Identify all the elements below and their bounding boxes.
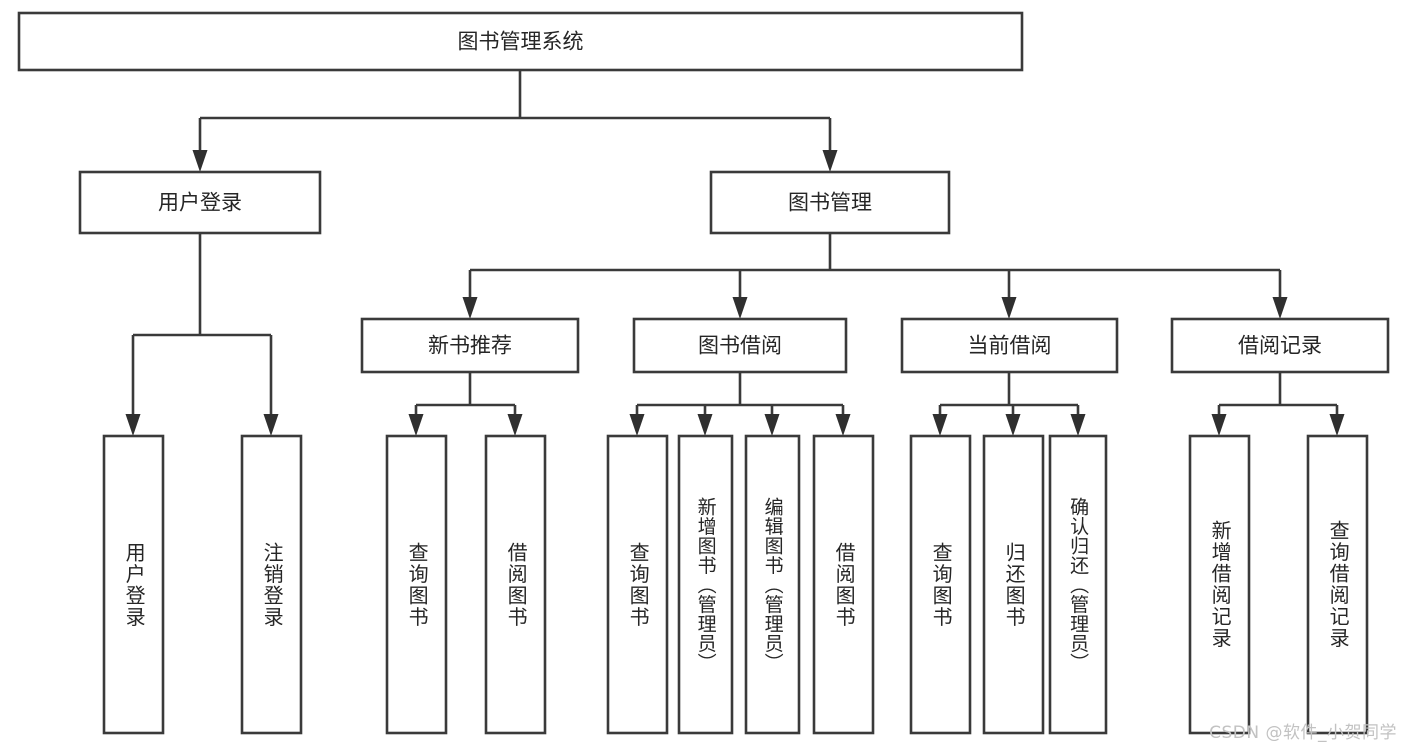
arrow-head-icon	[822, 150, 838, 172]
arrow-head-icon	[125, 414, 141, 436]
arrow-head-icon	[1070, 414, 1086, 436]
connector-group-book-manage-to-level2	[462, 233, 1288, 319]
node-box[interactable]	[102, 434, 165, 735]
node-box[interactable]	[1048, 434, 1108, 735]
node-label: 借阅记录	[1238, 334, 1322, 358]
connectors-layer	[125, 70, 1345, 436]
arrow-head-icon	[263, 414, 279, 436]
node-leaf-query-record[interactable]	[1306, 434, 1369, 735]
node-book-borrow[interactable]: 图书借阅	[632, 317, 848, 374]
arrow-head-icon	[932, 414, 948, 436]
node-box[interactable]	[677, 434, 734, 735]
node-label: 图书管理	[788, 191, 872, 215]
connector-group-user-login-to-leaves	[125, 233, 279, 436]
arrow-head-icon	[1001, 297, 1017, 319]
node-leaf-add-book[interactable]	[677, 434, 734, 735]
node-box[interactable]	[385, 434, 448, 735]
node-box[interactable]	[240, 434, 303, 735]
arrow-head-icon	[1329, 414, 1345, 436]
node-borrow-record[interactable]: 借阅记录	[1170, 317, 1390, 374]
arrow-head-icon	[1211, 414, 1227, 436]
node-box[interactable]	[744, 434, 801, 735]
node-new-book-rec[interactable]: 新书推荐	[360, 317, 580, 374]
node-root[interactable]: 图书管理系统	[17, 11, 1024, 72]
connector-group-current-borrow-to-leaves	[932, 372, 1086, 436]
connector-group-new-book-rec-to-leaves	[408, 372, 523, 436]
arrow-head-icon	[764, 414, 780, 436]
node-book-manage[interactable]: 图书管理	[709, 170, 951, 235]
node-leaf-user-login[interactable]	[102, 434, 165, 735]
node-box[interactable]	[1170, 317, 1390, 374]
csdn-watermark: CSDN @软件_小贺同学	[1209, 723, 1397, 743]
arrow-head-icon	[732, 297, 748, 319]
arrow-head-icon	[507, 414, 523, 436]
node-box[interactable]	[900, 317, 1119, 374]
node-box[interactable]	[909, 434, 972, 735]
node-box[interactable]	[17, 11, 1024, 72]
node-box[interactable]	[606, 434, 669, 735]
arrow-head-icon	[192, 150, 208, 172]
node-current-borrow[interactable]: 当前借阅	[900, 317, 1119, 374]
arrow-head-icon	[835, 414, 851, 436]
node-leaf-query-book-3[interactable]	[909, 434, 972, 735]
node-box[interactable]	[709, 170, 951, 235]
arrow-head-icon	[1272, 297, 1288, 319]
connector-group-book-borrow-to-leaves	[629, 372, 851, 436]
node-label: 当前借阅	[968, 334, 1052, 358]
node-label: 用户登录	[158, 191, 242, 215]
node-box[interactable]	[812, 434, 875, 735]
arrow-head-icon	[1005, 414, 1021, 436]
node-box[interactable]	[1306, 434, 1369, 735]
arrow-head-icon	[408, 414, 424, 436]
node-box[interactable]	[982, 434, 1045, 735]
arrow-head-icon	[629, 414, 645, 436]
node-leaf-confirm-return[interactable]	[1048, 434, 1108, 735]
node-leaf-logout[interactable]	[240, 434, 303, 735]
node-leaf-query-book-1[interactable]	[385, 434, 448, 735]
node-box[interactable]	[1188, 434, 1251, 735]
node-label: 图书借阅	[698, 334, 782, 358]
node-leaf-edit-book[interactable]	[744, 434, 801, 735]
node-box[interactable]	[484, 434, 547, 735]
node-leaf-query-book-2[interactable]	[606, 434, 669, 735]
arrow-head-icon	[462, 297, 478, 319]
node-leaf-borrow-book-1[interactable]	[484, 434, 547, 735]
node-leaf-borrow-book-2[interactable]	[812, 434, 875, 735]
node-box[interactable]	[360, 317, 580, 374]
node-leaf-add-record[interactable]	[1188, 434, 1251, 735]
node-leaf-return-book[interactable]	[982, 434, 1045, 735]
node-box[interactable]	[78, 170, 322, 235]
connector-group-root-to-level1	[192, 70, 838, 172]
node-box[interactable]	[632, 317, 848, 374]
connector-group-borrow-record-to-leaves	[1211, 372, 1345, 436]
arrow-head-icon	[697, 414, 713, 436]
node-user-login[interactable]: 用户登录	[78, 170, 322, 235]
node-label: 新书推荐	[428, 334, 512, 358]
node-label: 图书管理系统	[458, 30, 584, 54]
